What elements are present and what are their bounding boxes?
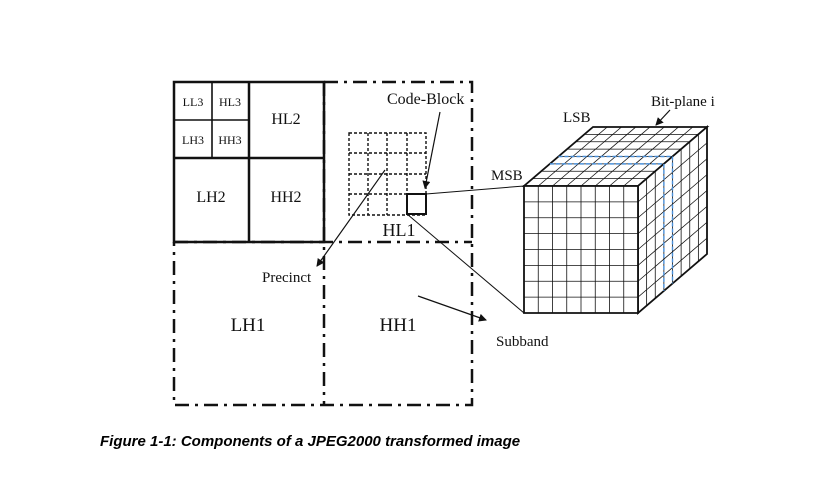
bit-plane-arrow (655, 109, 671, 126)
label-lsb: LSB (563, 110, 591, 126)
level1-boundaries (172, 80, 474, 407)
label-lh1: LH1 (231, 315, 266, 336)
highlighted-code-block (406, 193, 427, 215)
label-hl1: HL1 (383, 220, 416, 240)
label-precinct: Precinct (262, 270, 312, 286)
figure-caption: Figure 1-1: Components of a JPEG2000 tra… (100, 433, 521, 450)
code-block-arrow (422, 111, 441, 189)
precinct-grid (348, 132, 427, 216)
cube-front-face (523, 185, 639, 314)
precinct-arrow (316, 169, 386, 267)
label-msb: MSB (491, 168, 523, 184)
label-hl3: HL3 (219, 95, 241, 109)
subband-arrow (417, 295, 487, 322)
cube-top-gridline (594, 126, 665, 187)
label-ll3: LL3 (183, 95, 204, 109)
label-lh2: LH2 (196, 189, 225, 206)
label-subband: Subband (496, 334, 549, 350)
label-code-block: Code-Block (387, 91, 464, 108)
label-hl2: HL2 (271, 111, 300, 128)
label-hh3: HH3 (218, 133, 241, 147)
label-hh1: HH1 (380, 315, 417, 336)
cube-side-gridline (637, 221, 708, 282)
bit-plane-cube (521, 125, 710, 315)
label-hh2: HH2 (270, 189, 301, 206)
label-lh3: LH3 (182, 133, 204, 147)
projection-lines (406, 185, 525, 314)
label-bit-plane: Bit-plane i (651, 94, 715, 110)
cube-side-face (637, 125, 708, 315)
